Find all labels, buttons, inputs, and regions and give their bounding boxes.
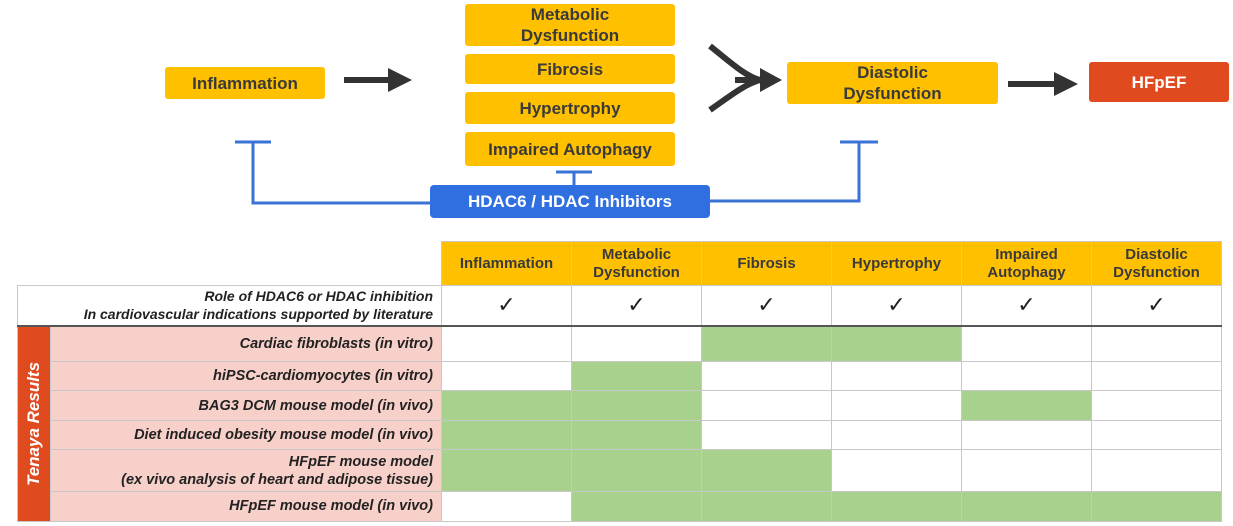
header-row: Inflammation Metabolic Dysfunction Fibro… bbox=[18, 241, 1222, 286]
diastolic-dysfunction-box: Diastolic Dysfunction bbox=[787, 62, 998, 104]
header-blank bbox=[18, 242, 442, 286]
result-cell bbox=[701, 361, 832, 392]
flow-connectors bbox=[235, 43, 1078, 205]
result-cell bbox=[961, 419, 1092, 450]
check-mark: ✓ bbox=[571, 285, 702, 326]
results-table: Inflammation Metabolic Dysfunction Fibro… bbox=[17, 241, 1222, 522]
result-cell bbox=[1091, 419, 1222, 450]
result-cell bbox=[831, 448, 962, 493]
arrow-diastolic-to-hfpef bbox=[1008, 72, 1078, 96]
result-cell bbox=[441, 324, 572, 363]
impaired-autophagy-box: Impaired Autophagy bbox=[465, 132, 675, 166]
result-row: HFpEF mouse model (ex vivo analysis of h… bbox=[18, 448, 1222, 493]
hfpef-box: HFpEF bbox=[1089, 62, 1229, 102]
arrow-inflammation-to-processes bbox=[344, 68, 412, 92]
result-cell bbox=[441, 448, 572, 493]
check-mark: ✓ bbox=[441, 285, 572, 326]
result-cell bbox=[1091, 448, 1222, 493]
result-cell bbox=[571, 419, 702, 450]
check-mark: ✓ bbox=[961, 285, 1092, 326]
hdac-inhibitors-box: HDAC6 / HDAC Inhibitors bbox=[430, 185, 710, 218]
col-header: Impaired Autophagy bbox=[961, 241, 1092, 286]
result-cell bbox=[961, 324, 1092, 363]
check-mark: ✓ bbox=[701, 285, 832, 326]
result-cell bbox=[571, 390, 702, 421]
result-cell bbox=[961, 390, 1092, 421]
result-cell bbox=[701, 419, 832, 450]
result-row: Tenaya Results Cardiac fibroblasts (in v… bbox=[17, 324, 1222, 522]
col-header: Inflammation bbox=[441, 241, 572, 286]
result-row: BAG3 DCM mouse model (in vivo) bbox=[18, 390, 1222, 421]
check-mark: ✓ bbox=[1091, 285, 1222, 326]
result-cell bbox=[961, 448, 1092, 493]
result-cell bbox=[701, 448, 832, 493]
row-label: BAG3 DCM mouse model (in vivo) bbox=[50, 390, 442, 421]
inhibition-lines bbox=[235, 140, 878, 205]
inflammation-box: Inflammation bbox=[165, 67, 325, 99]
result-cell bbox=[701, 390, 832, 421]
result-cell bbox=[441, 491, 572, 522]
row-label: HFpEF mouse model (in vivo) bbox=[50, 491, 442, 522]
result-cell bbox=[961, 491, 1092, 522]
col-header: Fibrosis bbox=[701, 241, 832, 286]
row-label: hiPSC-cardiomyocytes (in vitro) bbox=[50, 361, 442, 392]
result-cell bbox=[831, 324, 962, 363]
col-header: Diastolic Dysfunction bbox=[1091, 241, 1222, 286]
result-cell bbox=[831, 390, 962, 421]
check-mark: ✓ bbox=[831, 285, 962, 326]
literature-row: Role of HDAC6 or HDAC inhibition In card… bbox=[17, 285, 1222, 326]
result-cell bbox=[701, 324, 832, 363]
result-row: HFpEF mouse model (in vivo) bbox=[18, 491, 1222, 522]
hypertrophy-box: Hypertrophy bbox=[465, 92, 675, 124]
result-cell bbox=[1091, 361, 1222, 392]
result-cell bbox=[1091, 491, 1222, 522]
result-cell bbox=[441, 419, 572, 450]
row-label: HFpEF mouse model (ex vivo analysis of h… bbox=[50, 448, 442, 493]
result-cell bbox=[441, 390, 572, 421]
result-cell bbox=[701, 491, 832, 522]
result-cell bbox=[831, 491, 962, 522]
result-cell bbox=[1091, 390, 1222, 421]
tenaya-results-side: Tenaya Results bbox=[17, 324, 51, 522]
col-header: Metabolic Dysfunction bbox=[571, 241, 702, 286]
result-cell bbox=[831, 361, 962, 392]
col-header: Hypertrophy bbox=[831, 241, 962, 286]
side-label: Tenaya Results bbox=[24, 361, 43, 486]
result-row: Diet induced obesity mouse model (in viv… bbox=[18, 419, 1222, 450]
converging-arrow bbox=[708, 43, 765, 113]
result-cell bbox=[961, 361, 1092, 392]
row-label: Cardiac fibroblasts (in vitro) bbox=[50, 324, 442, 363]
literature-label: Role of HDAC6 or HDAC inhibition In card… bbox=[17, 285, 442, 326]
converging-arrow-head bbox=[760, 68, 782, 92]
result-cell bbox=[571, 361, 702, 392]
result-cell bbox=[571, 324, 702, 363]
metabolic-dysfunction-box: Metabolic Dysfunction bbox=[465, 4, 675, 46]
result-cell bbox=[571, 448, 702, 493]
result-cell bbox=[441, 361, 572, 392]
result-row: hiPSC-cardiomyocytes (in vitro) bbox=[18, 361, 1222, 392]
result-cell bbox=[1091, 324, 1222, 363]
fibrosis-box: Fibrosis bbox=[465, 54, 675, 84]
result-cell bbox=[571, 491, 702, 522]
row-label: Diet induced obesity mouse model (in viv… bbox=[50, 419, 442, 450]
result-cell bbox=[831, 419, 962, 450]
